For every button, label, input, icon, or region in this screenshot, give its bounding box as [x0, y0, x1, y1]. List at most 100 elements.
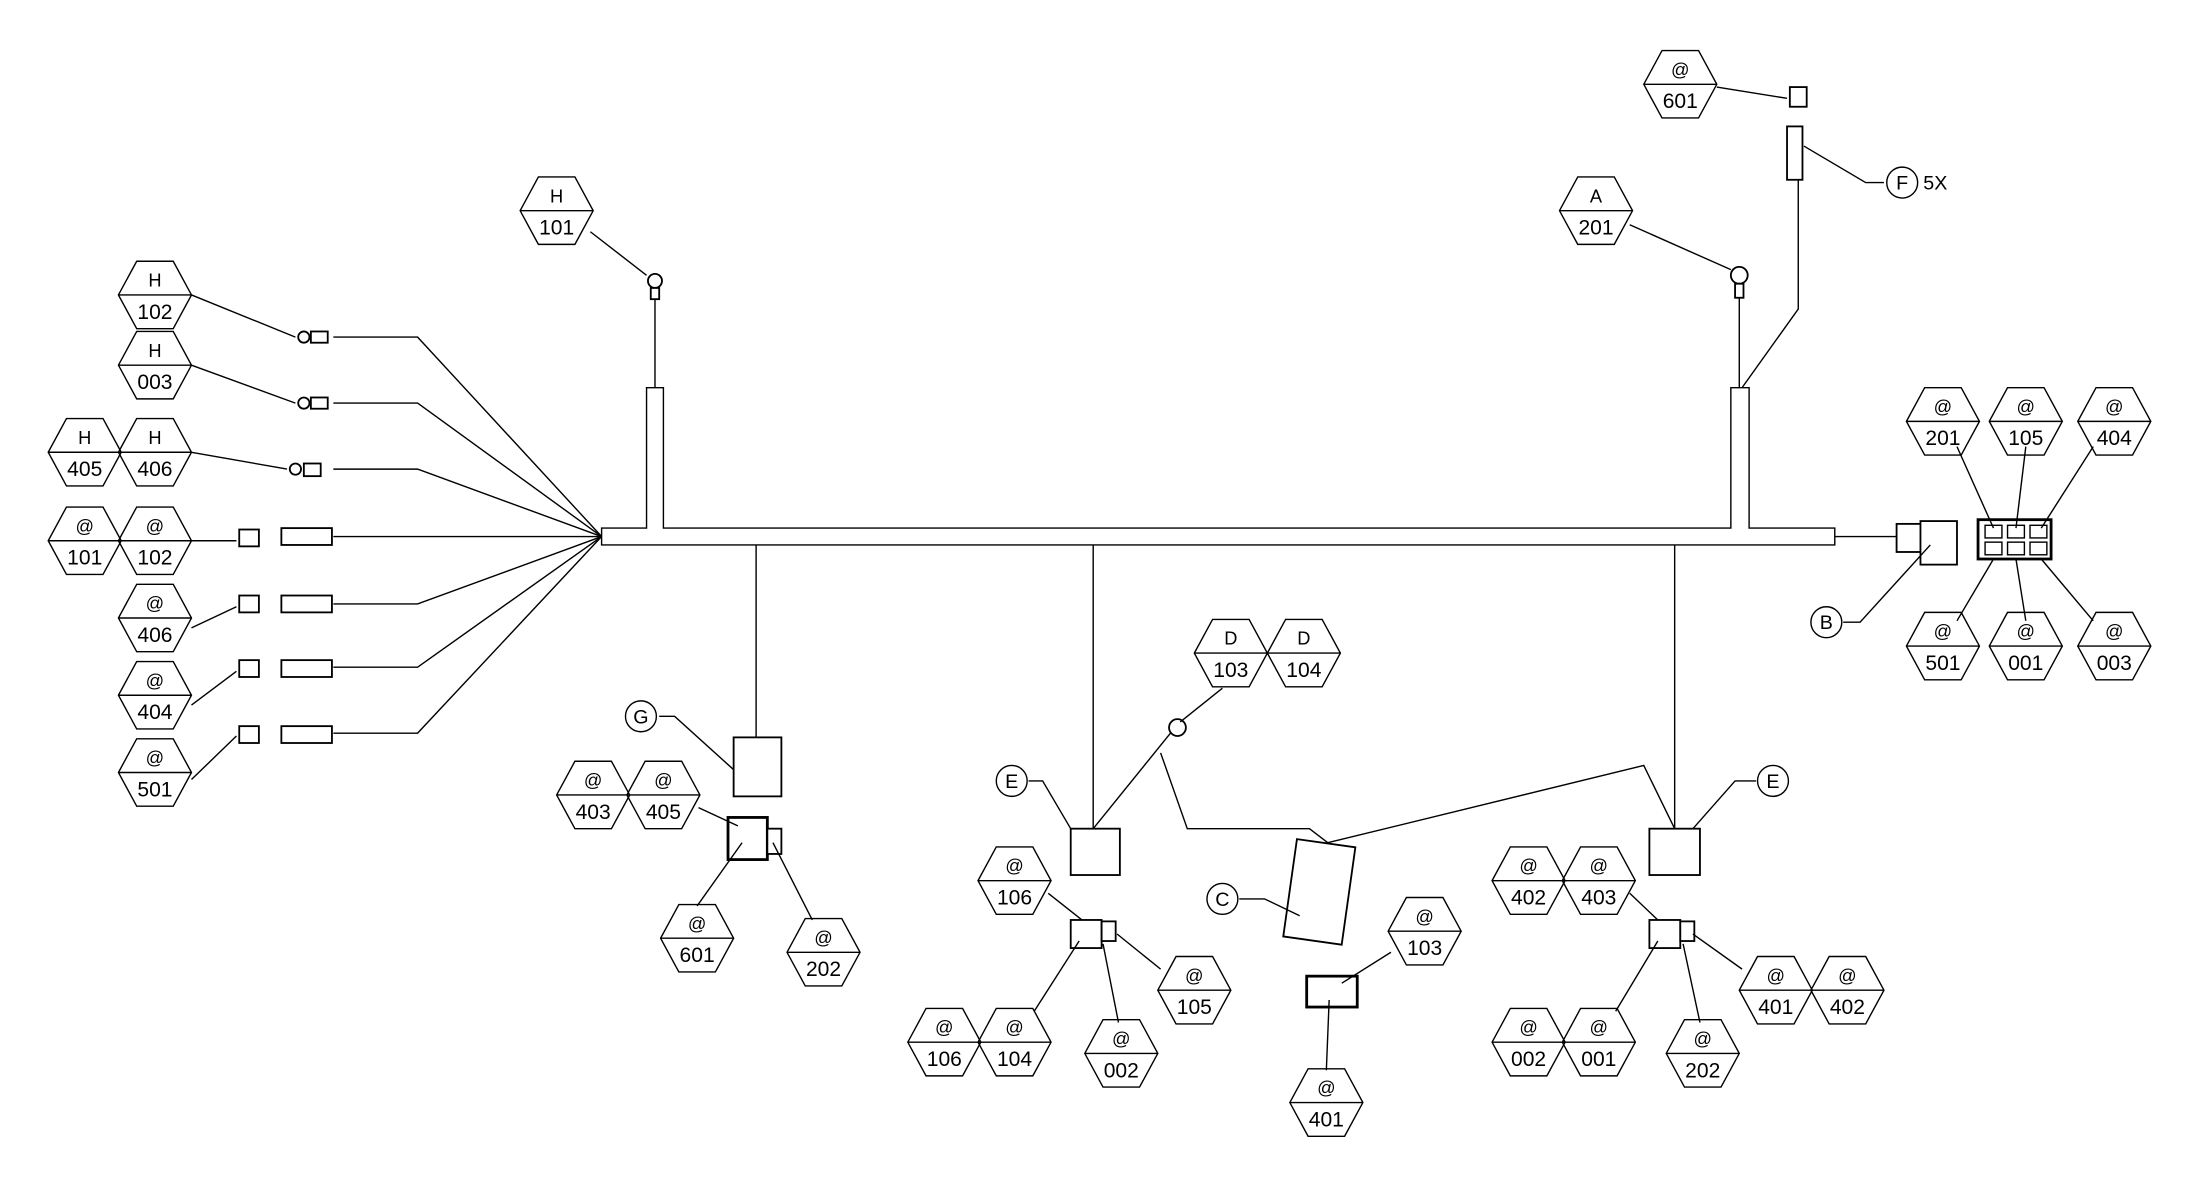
- balloon-top-label: D: [1297, 628, 1310, 649]
- right-connector-assembly: [1834, 518, 2053, 566]
- balloon-bottom-label: 105: [1177, 996, 1212, 1019]
- balloon-bottom-label: 101: [67, 547, 102, 570]
- top-left-branch: [647, 272, 663, 388]
- balloon-top-label: @: [146, 593, 165, 614]
- balloon-bottom-label: 201: [1578, 217, 1613, 240]
- balloon-top-label: @: [1005, 1017, 1024, 1038]
- callout-circle: [624, 700, 658, 733]
- balloon-bottom-label: 403: [576, 801, 611, 824]
- balloon-401: @401: [1738, 955, 1814, 1025]
- balloon-104: @104: [977, 1007, 1052, 1077]
- balloon-405: @405: [626, 760, 701, 830]
- balloon-bottom-label: 003: [137, 371, 172, 394]
- balloon-103: @103: [1387, 896, 1462, 966]
- balloon-bottom-label: 601: [1663, 90, 1698, 113]
- balloon-top-label: @: [1185, 965, 1204, 986]
- callout-letter: E: [1766, 771, 1779, 793]
- balloon-top-label: @: [584, 770, 603, 791]
- balloon-405: H 405: [47, 417, 123, 487]
- callout-C: C: [1206, 882, 1239, 916]
- balloon-top-label: @: [1317, 1077, 1336, 1098]
- balloon-top-label: H: [148, 270, 161, 291]
- balloon-bottom-label: 105: [2008, 427, 2043, 450]
- balloon-bottom-label: 001: [1581, 1048, 1616, 1071]
- balloon-601: @601: [1642, 49, 1718, 119]
- balloon-102: @102: [117, 506, 193, 576]
- balloon-top-label: @: [1590, 855, 1609, 876]
- balloon-bottom-label: 003: [2097, 652, 2132, 675]
- balloon-001: @001: [1988, 611, 2064, 681]
- callout-letter: C: [1215, 889, 1229, 911]
- quantity-note: 5X: [1923, 173, 1947, 195]
- balloon-401: @401: [1289, 1068, 1364, 1137]
- balloon-group: H101H102H003H405H406@101@102@406@404@501…: [47, 49, 2152, 1137]
- balloon-bottom-label: 405: [67, 458, 102, 481]
- balloon-top-label: @: [1005, 855, 1024, 876]
- balloon-top-label: @: [2105, 396, 2124, 417]
- balloon-001: @001: [1561, 1007, 1637, 1077]
- balloon-002: @002: [1491, 1007, 1566, 1077]
- balloon-top-label: @: [814, 927, 833, 948]
- balloon-top-label: @: [2017, 621, 2036, 642]
- callout-circle: [1206, 882, 1239, 916]
- balloon-top-label: A: [1590, 185, 1603, 206]
- balloon-501: @501: [1905, 611, 1981, 681]
- balloon-top-label: @: [1519, 1017, 1538, 1038]
- callout-F: F: [1886, 166, 1919, 199]
- balloon-003: H 003: [117, 330, 193, 400]
- callout-E: E: [1756, 764, 1790, 798]
- balloon-top-label: @: [688, 913, 707, 934]
- callout-letter: G: [633, 706, 648, 728]
- balloon-bottom-label: 002: [1104, 1059, 1139, 1082]
- balloon-bottom-label: 601: [680, 944, 715, 967]
- balloon-bottom-label: 201: [1925, 427, 1960, 450]
- balloon-106: @106: [906, 1007, 982, 1077]
- balloon-402: @402: [1491, 846, 1566, 916]
- balloon-top-label: D: [1224, 628, 1237, 649]
- callout-circle: [1756, 764, 1790, 798]
- balloon-bottom-label: 404: [2097, 427, 2132, 450]
- balloon-bottom-label: 102: [137, 547, 172, 570]
- balloon-002: @002: [1083, 1018, 1159, 1088]
- balloon-bottom-label: 403: [1581, 887, 1616, 910]
- balloon-201: @201: [1905, 386, 1981, 456]
- balloon-top-label: @: [1838, 965, 1857, 986]
- balloon-003: @003: [2076, 611, 2152, 681]
- top-right-branch: [1729, 86, 1808, 389]
- balloon-top-label: @: [1693, 1028, 1712, 1049]
- balloon-top-label: @: [146, 670, 165, 691]
- balloon-top-label: @: [1519, 855, 1538, 876]
- balloon-404: @404: [2076, 386, 2152, 456]
- callout-circle: [1810, 606, 1843, 639]
- balloon-top-label: H: [148, 427, 161, 448]
- balloon-bottom-label: 501: [137, 778, 172, 801]
- balloon-403: @403: [555, 760, 631, 830]
- balloon-top-label: H: [78, 427, 91, 448]
- balloon-201: A 201: [1558, 176, 1634, 246]
- ring-terminals-left: [288, 330, 329, 478]
- balloon-bottom-label: 106: [997, 887, 1032, 910]
- balloon-hexagon: [519, 176, 594, 246]
- balloon-hexagon: [626, 760, 701, 830]
- balloon-202: @202: [786, 917, 861, 987]
- balloon-105: @105: [1157, 955, 1232, 1025]
- balloon-bottom-label: 104: [1286, 659, 1321, 682]
- balloon-bottom-label: 103: [1407, 937, 1442, 960]
- balloon-bottom-label: 501: [1925, 652, 1960, 675]
- balloon-601: @601: [659, 903, 735, 973]
- balloon-bottom-label: 405: [646, 801, 681, 824]
- leader-lines: [190, 86, 2094, 1071]
- balloon-bottom-label: 104: [997, 1048, 1032, 1071]
- balloon-top-label: H: [148, 340, 161, 361]
- plug-housings-left: [238, 527, 333, 744]
- balloon-top-label: @: [2105, 621, 2124, 642]
- callout-circle: [1886, 166, 1919, 199]
- balloon-106: @106: [977, 846, 1052, 916]
- main-trunk: [600, 386, 1836, 546]
- balloon-top-label: H: [550, 185, 563, 206]
- balloon-bottom-label: 103: [1213, 659, 1248, 682]
